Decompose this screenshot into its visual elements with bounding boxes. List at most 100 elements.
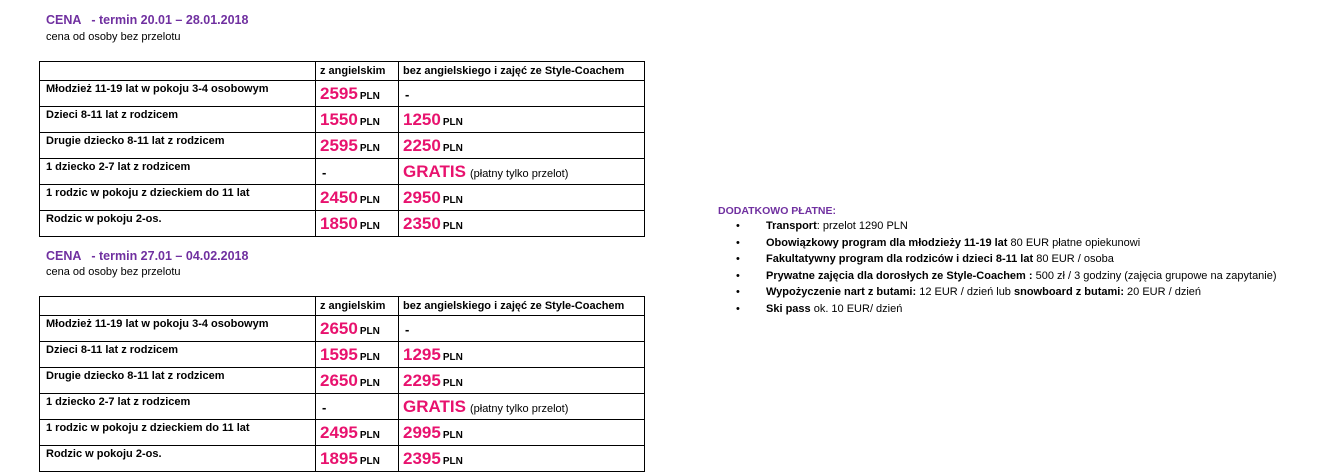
header-with-english: z angielskim xyxy=(315,296,399,316)
section1-title: CENA - termin 20.01 – 28.01.2018 xyxy=(46,13,249,27)
price-value: 1850 xyxy=(320,213,358,233)
row-category: 1 dziecko 2-7 lat z rodzicem xyxy=(39,158,316,185)
price-value: 2395 xyxy=(403,448,441,468)
price-value: 2495 xyxy=(320,422,358,442)
extra-item-name: Ski pass xyxy=(766,302,811,315)
price-with-english-cell: - xyxy=(315,158,399,185)
price-currency: PLN xyxy=(442,377,463,389)
extra-item-detail-2: 20 EUR / dzień xyxy=(1124,286,1202,299)
price-currency: PLN xyxy=(359,142,380,154)
extra-item-name: Obowiązkowy program dla młodzieży 11-19 … xyxy=(766,236,1008,249)
price-currency: PLN xyxy=(442,116,463,128)
extra-item-detail: 80 EUR płatne opiekunowi xyxy=(1007,236,1141,249)
no-price-dash: - xyxy=(322,399,327,415)
row-category: Rodzic w pokoju 2-os. xyxy=(39,445,316,472)
no-price-dash: - xyxy=(322,164,327,180)
section2-subtitle: cena od osoby bez przelotu xyxy=(46,266,181,278)
price-currency: PLN xyxy=(442,455,463,467)
header-empty-cell xyxy=(39,296,316,316)
price-with-english-cell: - xyxy=(315,393,399,420)
bullet-icon: • xyxy=(736,236,740,249)
extras-list: •Transport: przelot 1290 PLN•Obowiązkowy… xyxy=(736,218,1277,318)
price-currency: PLN xyxy=(359,351,380,363)
price-value: 1895 xyxy=(320,448,358,468)
extra-item-name: Wypożyczenie nart z butami: xyxy=(766,286,917,299)
price-value: 1550 xyxy=(320,109,358,129)
extras-list-item: •Ski pass ok. 10 EUR/ dzień xyxy=(736,301,1277,318)
price-value: 2295 xyxy=(403,370,441,390)
row-category: 1 dziecko 2-7 lat z rodzicem xyxy=(39,393,316,420)
extras-list-item: • Wypożyczenie nart z butami: 12 EUR / dz… xyxy=(736,284,1277,301)
extra-item-name-2: snowboard z butami: xyxy=(1014,286,1124,299)
price-without-english-cell: - xyxy=(398,315,645,342)
price-currency: PLN xyxy=(442,351,463,363)
bullet-icon: • xyxy=(736,269,740,282)
bullet-icon: • xyxy=(736,286,740,299)
price-value: 2450 xyxy=(320,187,358,207)
price-currency: PLN xyxy=(359,325,380,337)
extra-item-detail: 80 EUR / osoba xyxy=(1033,253,1114,266)
header-with-english: z angielskim xyxy=(315,61,399,81)
row-category: Drugie dziecko 8-11 lat z rodzicem xyxy=(39,132,316,159)
header-without-english: bez angielskiego i zajęć ze Style-Coache… xyxy=(398,296,645,316)
price-without-english-cell: GRATIS(płatny tylko przelot) xyxy=(398,158,645,185)
price-currency: PLN xyxy=(442,220,463,232)
extras-list-item: •Prywatne zajęcia dla dorosłych ze Style… xyxy=(736,268,1277,285)
header-without-english: bez angielskiego i zajęć ze Style-Coache… xyxy=(398,61,645,81)
bullet-icon: • xyxy=(736,253,740,266)
price-currency: PLN xyxy=(442,142,463,154)
price-value: 1250 xyxy=(403,109,441,129)
extras-list-item: •Fakultatywny program dla rodziców i dzi… xyxy=(736,251,1277,268)
bullet-icon: • xyxy=(736,302,740,315)
price-value: 1295 xyxy=(403,344,441,364)
header-empty-cell xyxy=(39,61,316,81)
price-value: 2595 xyxy=(320,135,358,155)
price-value: 2650 xyxy=(320,318,358,338)
price-currency: PLN xyxy=(359,90,380,102)
section1-subtitle: cena od osoby bez przelotu xyxy=(46,31,181,43)
row-category: Rodzic w pokoju 2-os. xyxy=(39,210,316,237)
table-row: Młodzież 11-19 lat w pokoju 3-4 osobowym… xyxy=(39,315,645,342)
extras-list-item: •Transport: przelot 1290 PLN xyxy=(736,218,1277,235)
extra-item-detail: 12 EUR / dzień lub xyxy=(916,286,1014,299)
table-row: Młodzież 11-19 lat w pokoju 3-4 osobowym… xyxy=(39,80,645,107)
table-row: 1 dziecko 2-7 lat z rodzicem- GRATIS(płat… xyxy=(39,158,645,185)
row-category: Młodzież 11-19 lat w pokoju 3-4 osobowym xyxy=(39,315,316,342)
no-price-dash: - xyxy=(405,86,410,102)
price-without-english-cell: - xyxy=(398,80,645,107)
extra-item-name: Transport xyxy=(766,220,817,232)
row-category: Młodzież 11-19 lat w pokoju 3-4 osobowym xyxy=(39,80,316,107)
no-price-dash: - xyxy=(405,321,410,337)
price-currency: PLN xyxy=(359,220,380,232)
price-value: 2650 xyxy=(320,370,358,390)
price-currency: PLN xyxy=(442,429,463,441)
price-value: 2995 xyxy=(403,422,441,442)
price-currency: PLN xyxy=(359,429,380,441)
price-currency: PLN xyxy=(442,194,463,206)
row-category: 1 rodzic w pokoju z dzieckiem do 11 lat xyxy=(39,419,316,446)
row-category: Dzieci 8-11 lat z rodzicem xyxy=(39,341,316,368)
extra-item-detail: : przelot 1290 PLN xyxy=(816,220,908,232)
section2-title: CENA - termin 27.01 – 04.02.2018 xyxy=(46,249,249,263)
